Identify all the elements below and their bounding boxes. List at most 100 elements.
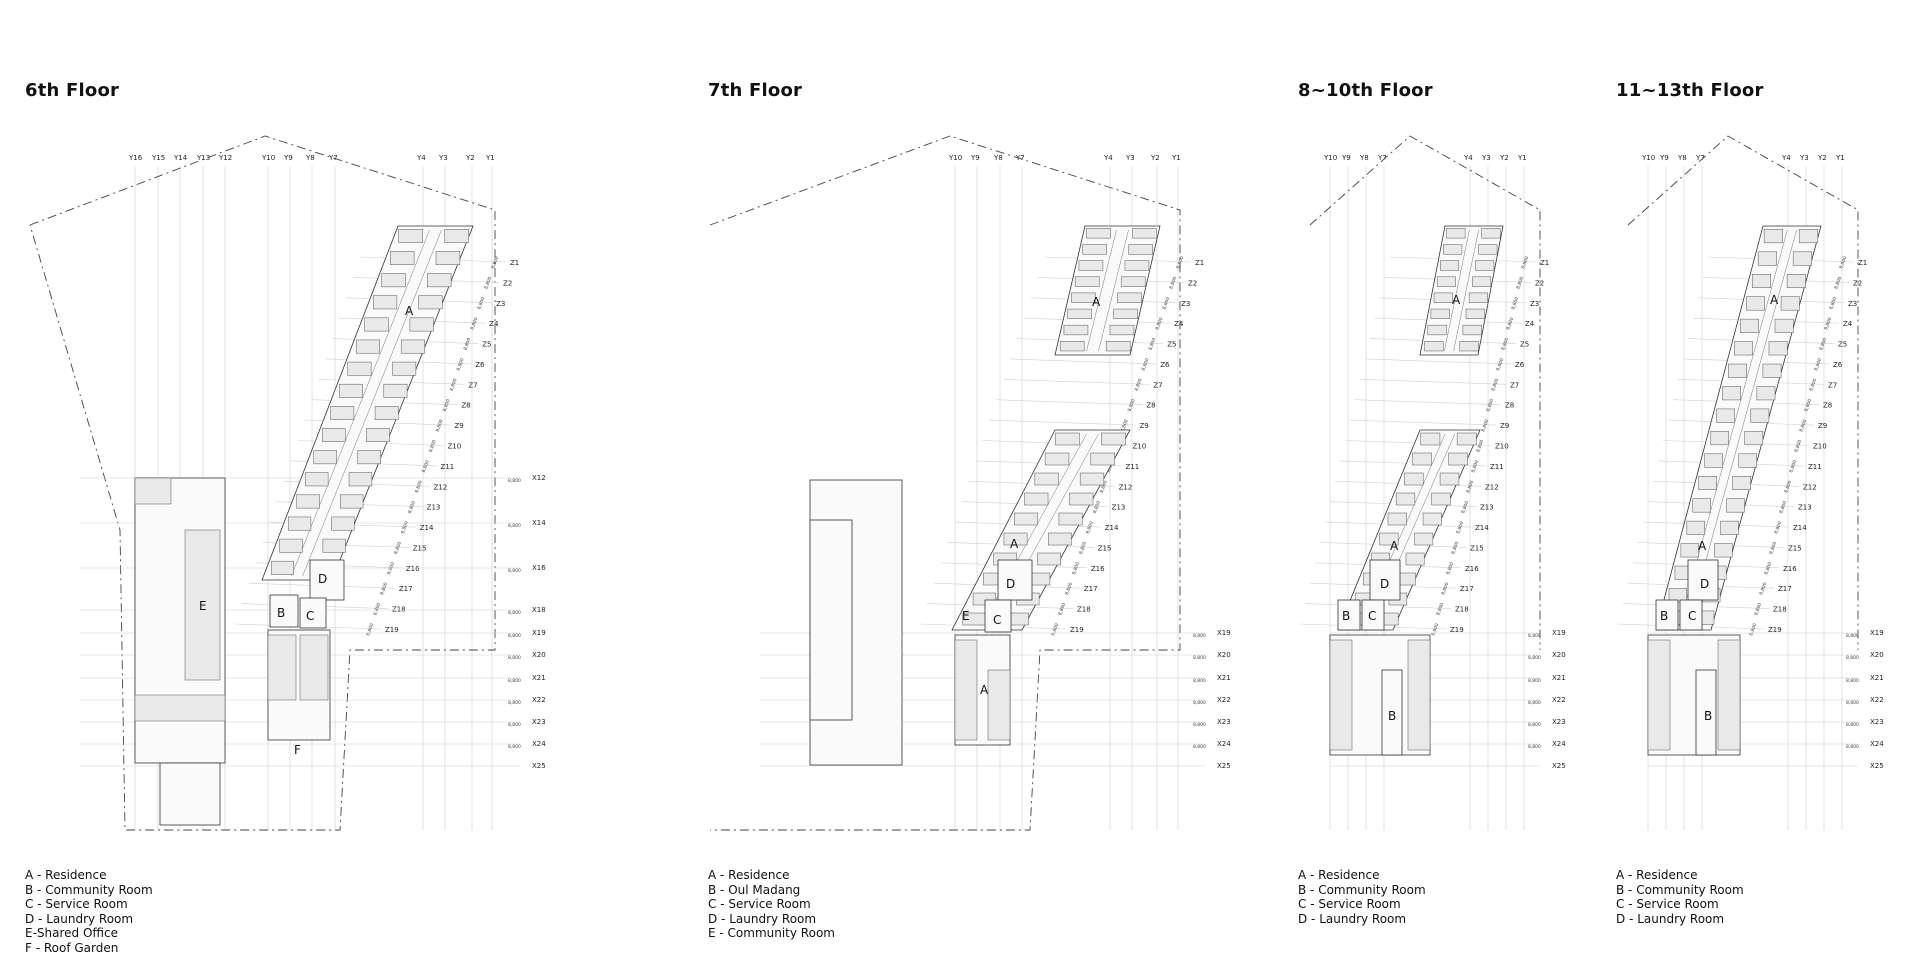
residence-unit xyxy=(1071,292,1096,303)
z-dimension: 8,800 xyxy=(1064,582,1074,596)
y-axis-label: Y2 xyxy=(1150,154,1160,162)
residence-unit xyxy=(1058,512,1083,526)
residence-unit xyxy=(347,361,372,376)
z-axis-label: Z16 xyxy=(1465,565,1479,573)
residence-unit xyxy=(1078,260,1104,271)
y-axis-label: Y1 xyxy=(485,154,495,162)
residence-unit xyxy=(1105,341,1131,352)
z-dimension: 8,800 xyxy=(428,439,438,453)
legend-item: D - Laundry Room xyxy=(25,911,134,926)
x-dimension: 8,800 xyxy=(508,700,521,706)
area-label: B xyxy=(277,606,285,620)
x-axis-label: X25 xyxy=(1217,762,1231,770)
area-label: D xyxy=(1006,577,1015,591)
y-axis-label: Y10 xyxy=(948,154,962,162)
z-axis-label: Z3 xyxy=(1181,300,1190,308)
residence-unit xyxy=(331,516,355,531)
residence-unit xyxy=(1132,228,1157,239)
y-axis-label: Y1 xyxy=(1517,154,1527,162)
x-dimension: 8,800 xyxy=(508,678,521,684)
stair-core xyxy=(134,477,172,505)
z-axis-gridline xyxy=(1003,379,1150,385)
z-dimension: 8,800 xyxy=(379,582,389,596)
z-axis-gridline xyxy=(1349,419,1497,426)
area-label: E xyxy=(199,599,207,613)
z-dimension: 8,800 xyxy=(1758,582,1768,596)
residence-unit xyxy=(444,229,469,243)
residence-unit xyxy=(1395,492,1416,506)
z-axis-label: Z13 xyxy=(1798,504,1812,512)
residence-unit xyxy=(1734,341,1753,356)
residence-unit xyxy=(1109,324,1135,336)
z-axis-label: Z4 xyxy=(1843,320,1853,328)
z-dimension: 8,800 xyxy=(1485,398,1495,412)
x-dimension: 8,800 xyxy=(1528,700,1541,706)
area-label: B xyxy=(1660,609,1668,623)
z-dimension: 8,800 xyxy=(1050,622,1060,636)
laundry-room xyxy=(1687,559,1719,601)
x-axis-label: X22 xyxy=(1217,696,1231,704)
legend-item: E - Community Room xyxy=(708,926,835,941)
residence-unit xyxy=(1113,308,1138,319)
residence-unit xyxy=(1431,492,1451,506)
x-dimension: 8,800 xyxy=(508,568,521,574)
z-dimension: 8,800 xyxy=(1154,317,1164,331)
y-axis-label: Y15 xyxy=(151,154,165,162)
residence-unit xyxy=(1481,228,1501,239)
x-dimension: 8,800 xyxy=(1193,633,1206,639)
y-axis-label: Y3 xyxy=(438,154,448,162)
z-dimension: 8,800 xyxy=(1450,541,1460,555)
residence-unit xyxy=(1728,363,1747,378)
floor-legend: A - Residence B - Community Room C - Ser… xyxy=(1298,868,1426,926)
z-axis-label: Z18 xyxy=(392,606,406,614)
x-axis-label: X12 xyxy=(532,474,546,482)
residence-unit xyxy=(1680,543,1699,558)
residence-unit xyxy=(1465,308,1485,319)
floor-title: 7th Floor xyxy=(708,80,803,101)
area-label: D xyxy=(318,572,327,586)
legend-item: A - Residence xyxy=(1298,868,1380,882)
z-dimension: 8,800 xyxy=(1470,459,1480,473)
service-room xyxy=(1679,599,1703,631)
residence-unit xyxy=(1740,318,1759,333)
area-label: D xyxy=(1700,577,1709,591)
floor-title: 8~10th Floor xyxy=(1298,80,1433,101)
x-axis-label: X19 xyxy=(1552,629,1566,637)
legend-item: A - Residence xyxy=(1616,868,1698,882)
z-axis-gridline xyxy=(996,399,1143,406)
z-dimension: 8,800 xyxy=(1460,500,1470,514)
residence-unit xyxy=(296,494,320,509)
y-axis-label: Y1 xyxy=(1835,154,1845,162)
floor-legend: A - Residence B - Community Room C - Ser… xyxy=(1616,868,1744,926)
z-axis-label: Z10 xyxy=(1495,443,1509,451)
x-dimension: 8,800 xyxy=(1193,655,1206,661)
z-dimension: 8,800 xyxy=(393,541,403,555)
z-axis-label: Z4 xyxy=(1525,320,1535,328)
x-axis-label: X16 xyxy=(532,564,546,572)
x-dimension: 8,800 xyxy=(508,478,521,484)
z-dimension: 8,800 xyxy=(456,357,466,371)
z-dimension: 8,800 xyxy=(414,480,424,494)
x-dimension: 8,800 xyxy=(1846,744,1859,750)
z-axis-label: Z5 xyxy=(1167,341,1176,349)
residence-unit xyxy=(1798,229,1819,244)
y-axis-label: Y2 xyxy=(465,154,475,162)
area-label: A xyxy=(1010,537,1019,551)
office-room xyxy=(134,694,226,722)
z-axis-label: Z13 xyxy=(427,504,441,512)
residence-unit xyxy=(1792,251,1812,266)
y-axis-label: Y7 xyxy=(1377,154,1387,162)
x-axis-label: X23 xyxy=(1870,718,1884,726)
legend-item: D - Laundry Room xyxy=(1616,911,1725,926)
x-axis-label: X25 xyxy=(1870,762,1884,770)
residence-unit xyxy=(321,428,346,442)
z-dimension: 8,800 xyxy=(1793,439,1803,453)
z-dimension: 8,800 xyxy=(1500,337,1510,351)
service-room xyxy=(984,599,1012,633)
residence-unit xyxy=(1128,244,1153,255)
x-dimension: 8,800 xyxy=(1193,722,1206,728)
z-dimension: 8,800 xyxy=(1161,296,1171,310)
